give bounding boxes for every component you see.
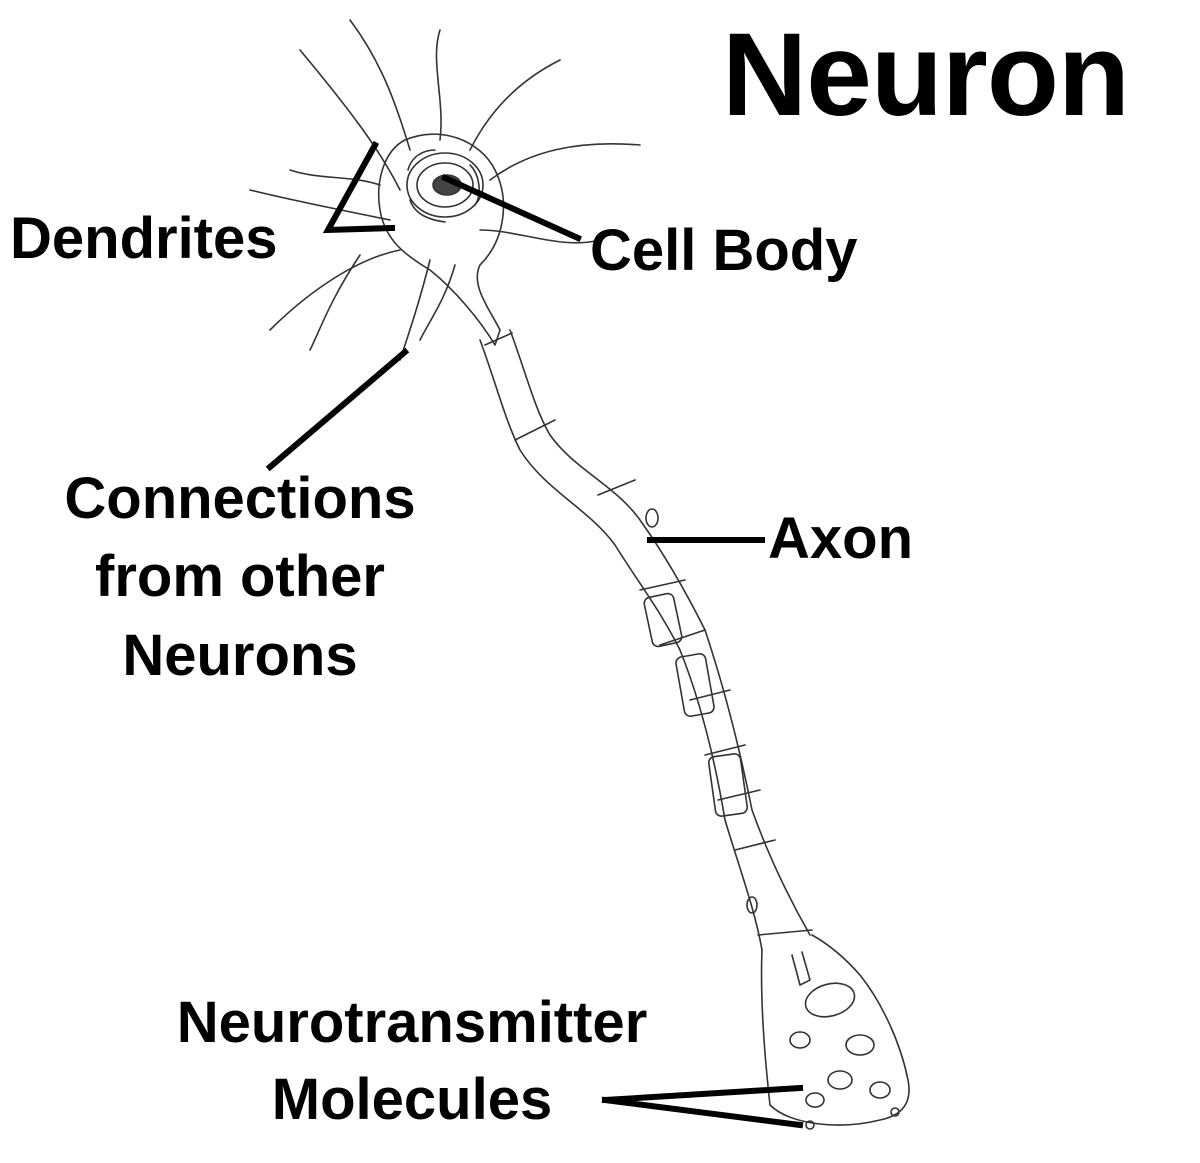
axon-terminal	[760, 934, 910, 1130]
connections-leader	[265, 347, 410, 472]
neurotransmitter-label-line-1: Neurotransmitter	[176, 990, 648, 1055]
neurotransmitter-label-line-2: Molecules	[271, 1066, 553, 1132]
connections-label-line-3: Neurons	[122, 622, 358, 688]
cell-body-label: Cell Body	[590, 218, 858, 283]
cell-body-outline	[377, 133, 505, 346]
connections-label-line-2: from other	[95, 544, 385, 610]
neurotransmitter-label: Neurotransmitter Molecules	[142, 985, 682, 1138]
dendrites-label: Dendrites	[10, 206, 278, 271]
dendrites-leader	[322, 140, 396, 234]
axon-shaft	[479, 329, 813, 951]
cell-body-leader	[441, 174, 582, 242]
leader-lines	[265, 140, 804, 1129]
neurotransmitter-leader	[601, 1084, 804, 1129]
page-title: Neuron	[722, 9, 1130, 141]
connections-label: Connections from other Neurons	[38, 460, 442, 695]
connections-label-line-1: Connections	[64, 466, 416, 531]
nucleus-organelles	[406, 149, 484, 223]
axon-label: Axon	[768, 506, 913, 571]
